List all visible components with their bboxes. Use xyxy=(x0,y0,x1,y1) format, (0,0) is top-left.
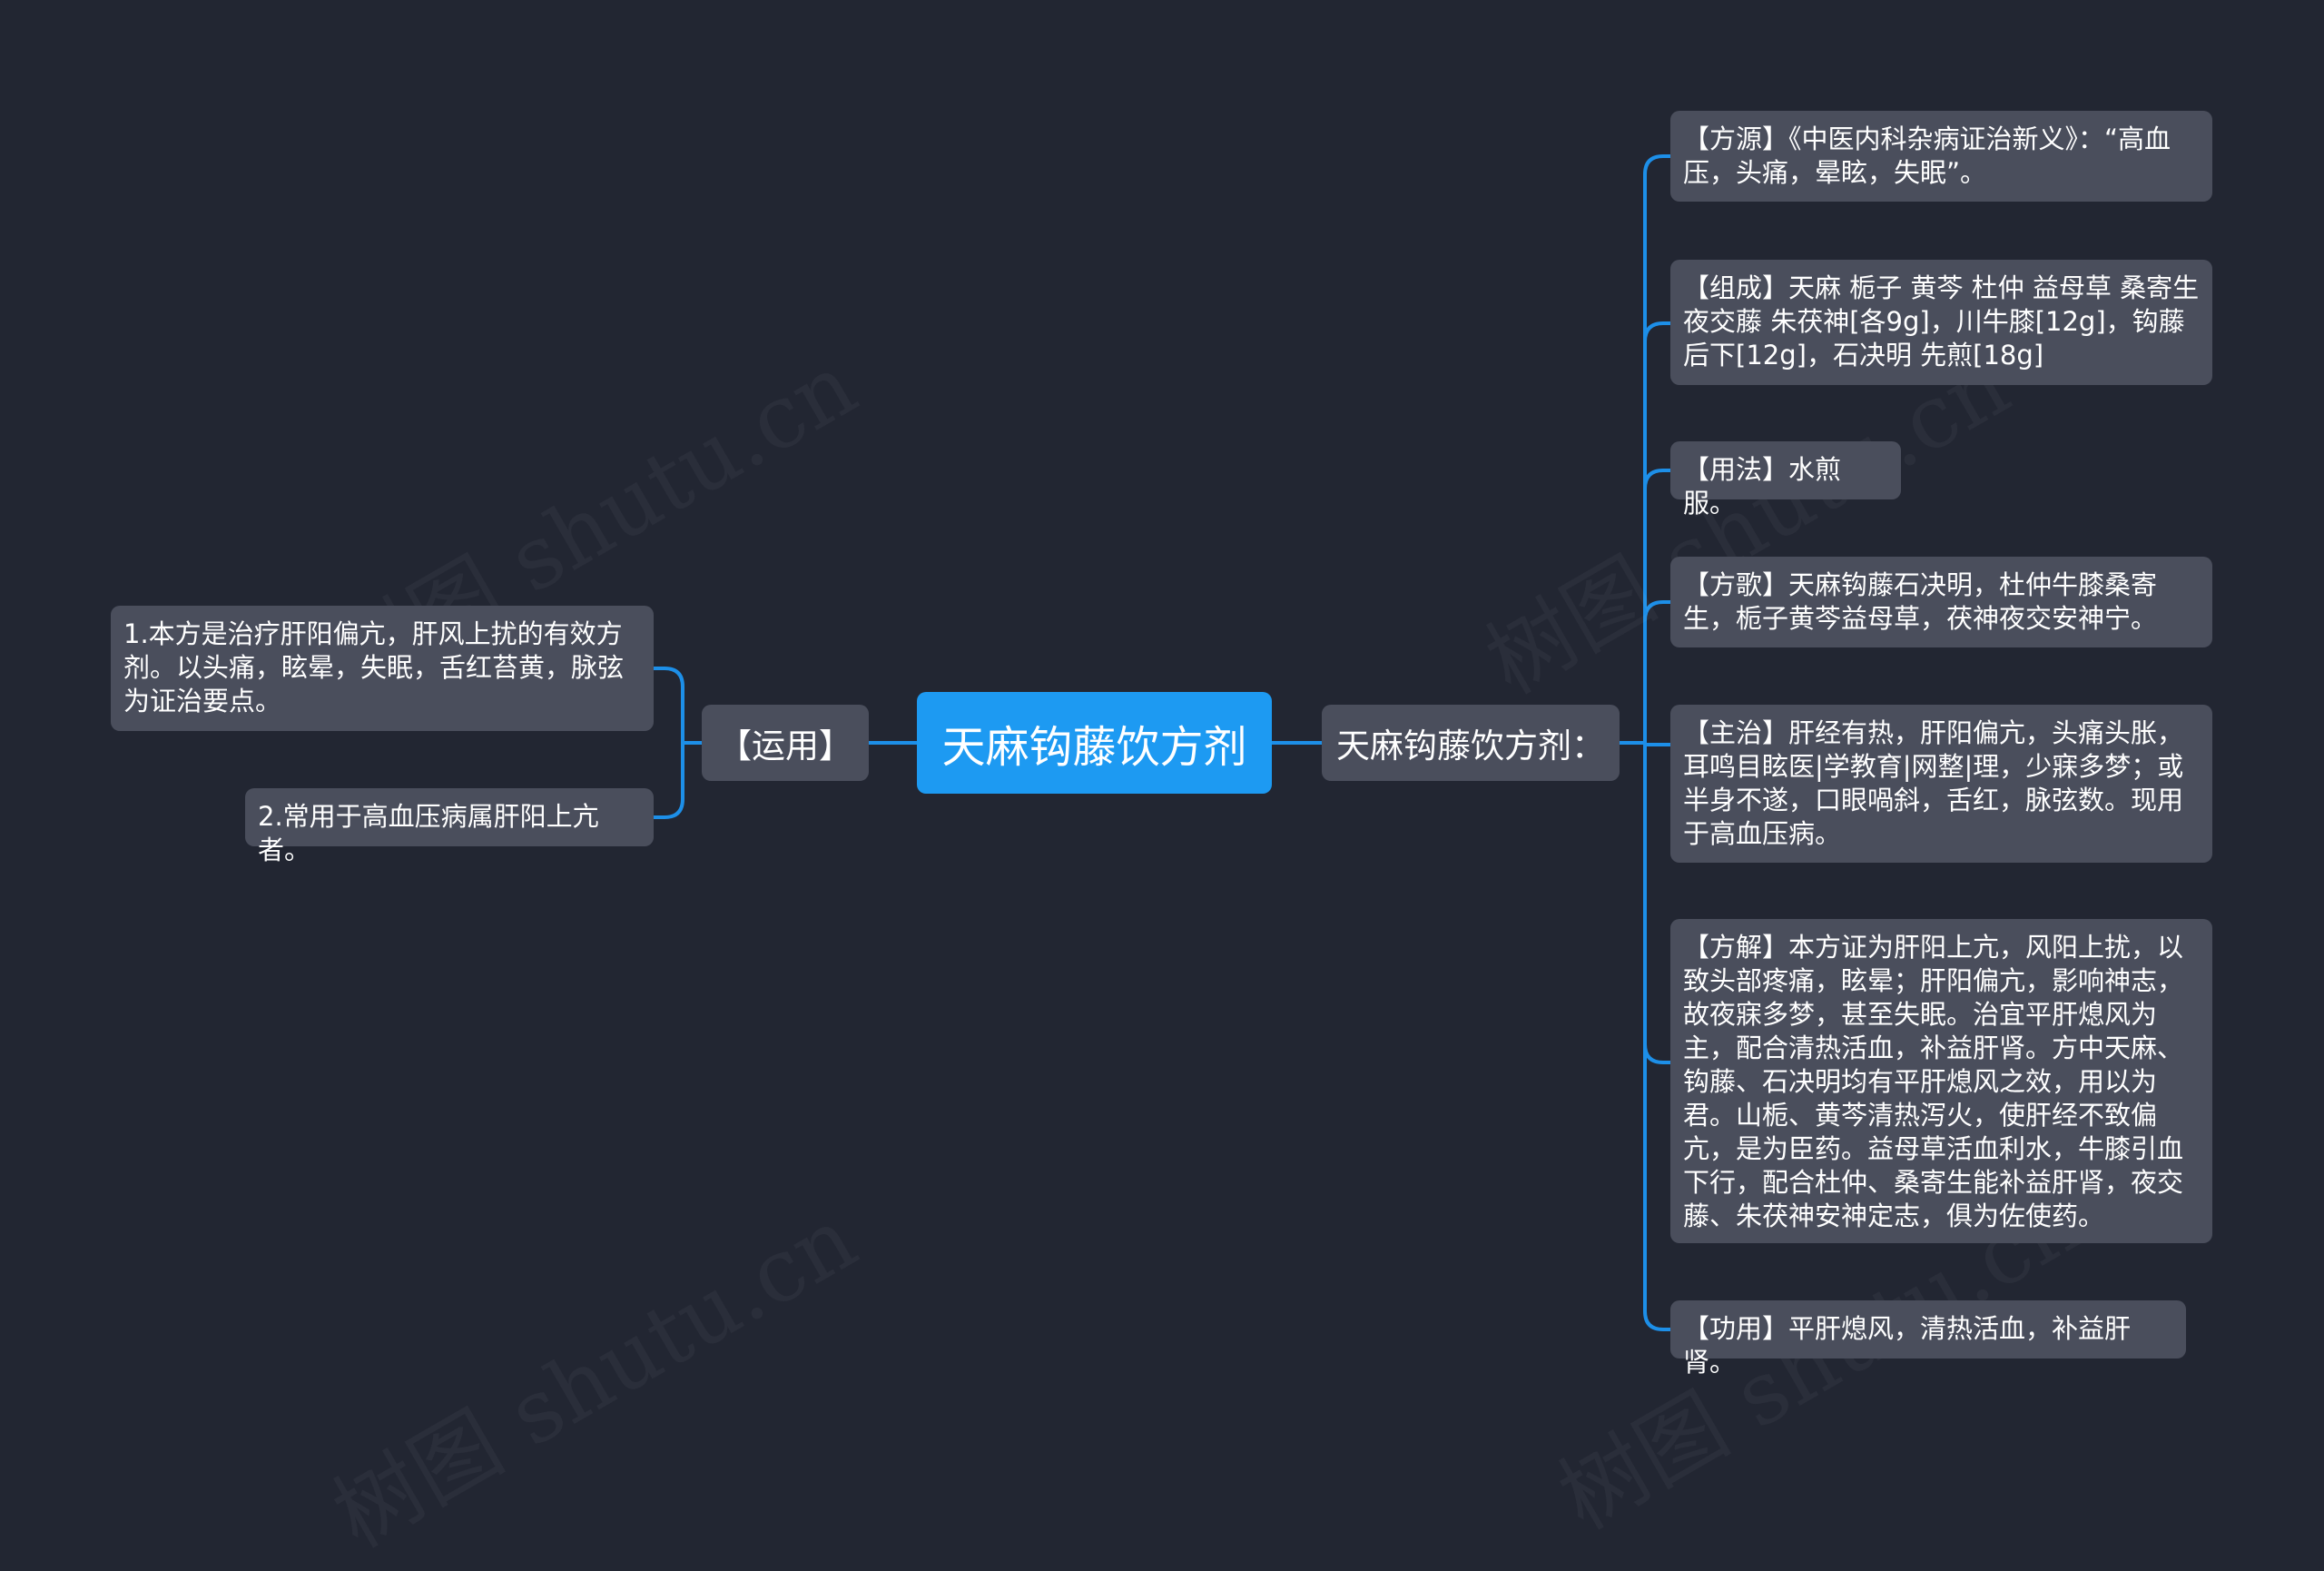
formula-usage[interactable]: 【用法】水煎服。 xyxy=(1670,441,1901,519)
formula-indication[interactable]: 【主治】肝经有热，肝阳偏亢，头痛头胀，耳鸣目眩医|学教育|网整|理，少寐多梦；或… xyxy=(1670,705,2212,863)
formula-function-text: 【功用】平肝熄风，清热活血，补益肝肾。 xyxy=(1683,1313,2132,1378)
usage-item-2-text: 2.常用于高血压病属肝阳上亢者。 xyxy=(258,801,599,865)
link-left-child-2 xyxy=(652,741,684,819)
formula-song[interactable]: 【方歌】天麻钩藤石决明，杜仲牛膝桑寄生，栀子黄芩益母草，茯神夜交安神宁。 xyxy=(1670,557,2212,647)
formula-composition-text: 【组成】天麻 栀子 黄芩 杜仲 益母草 桑寄生 夜交藤 朱茯神[各9g]，川牛膝… xyxy=(1683,272,2200,371)
formula-analysis-text: 【方解】本方证为肝阳上亢，风阳上扰，以致头部疼痛，眩晕；肝阳偏亢，影响神志，故夜… xyxy=(1683,932,2184,1231)
usage-item-2[interactable]: 2.常用于高血压病属肝阳上亢者。 xyxy=(245,788,654,865)
connector-lines xyxy=(652,154,1672,1331)
link-right-child-2 xyxy=(1643,321,1672,343)
link-right-child-3 xyxy=(1643,469,1672,490)
root-topic[interactable]: 天麻钩藤饮方剂 xyxy=(917,692,1272,794)
usage-item-1[interactable]: 1.本方是治疗肝阳偏亢，肝风上扰的有效方剂。以头痛，眩晕，失眠，舌红苔黄，脉弦为… xyxy=(111,606,654,731)
formula-function[interactable]: 【功用】平肝熄风，清热活血，补益肝肾。 xyxy=(1670,1300,2186,1378)
formula-song-text: 【方歌】天麻钩藤石决明，杜仲牛膝桑寄生，栀子黄芩益母草，茯神夜交安神宁。 xyxy=(1683,569,2158,634)
formula-analysis[interactable]: 【方解】本方证为肝阳上亢，风阳上扰，以致头部疼痛，眩晕；肝阳偏亢，影响神志，故夜… xyxy=(1670,919,2212,1243)
formula-composition[interactable]: 【组成】天麻 栀子 黄芩 杜仲 益母草 桑寄生 夜交藤 朱茯神[各9g]，川牛膝… xyxy=(1670,260,2212,385)
usage-item-1-text: 1.本方是治疗肝阳偏亢，肝风上扰的有效方剂。以头痛，眩晕，失眠，舌红苔黄，脉弦为… xyxy=(123,618,625,716)
root-topic-label: 天麻钩藤饮方剂 xyxy=(941,722,1247,773)
formula-usage-text: 【用法】水煎服。 xyxy=(1683,454,1842,519)
link-right-child-6 xyxy=(1643,1042,1672,1064)
branch-formula[interactable]: 天麻钩藤饮方剂： xyxy=(1322,705,1620,781)
formula-source[interactable]: 【方源】《中医内科杂病证治新义》：“高血压，头痛，晕眩，失眠”。 xyxy=(1670,111,2212,202)
link-right-child-7 xyxy=(1643,1309,1672,1331)
branch-usage-label: 【运用】 xyxy=(718,726,852,766)
branch-usage[interactable]: 【运用】 xyxy=(702,705,869,781)
link-right-child-4 xyxy=(1643,600,1672,622)
mindmap-canvas: 树图 shutu.cn 树图 shutu.cn 树图 shutu.cn 树图 s… xyxy=(111,111,2212,1378)
link-right-child-1 xyxy=(1643,154,1672,176)
branch-formula-label: 天麻钩藤饮方剂： xyxy=(1336,726,1605,766)
formula-source-text: 【方源】《中医内科杂病证治新义》：“高血压，头痛，晕眩，失眠”。 xyxy=(1683,124,2171,188)
link-left-child-1 xyxy=(652,667,684,745)
formula-indication-text: 【主治】肝经有热，肝阳偏亢，头痛头胀，耳鸣目眩医|学教育|网整|理，少寐多梦；或… xyxy=(1683,717,2184,849)
